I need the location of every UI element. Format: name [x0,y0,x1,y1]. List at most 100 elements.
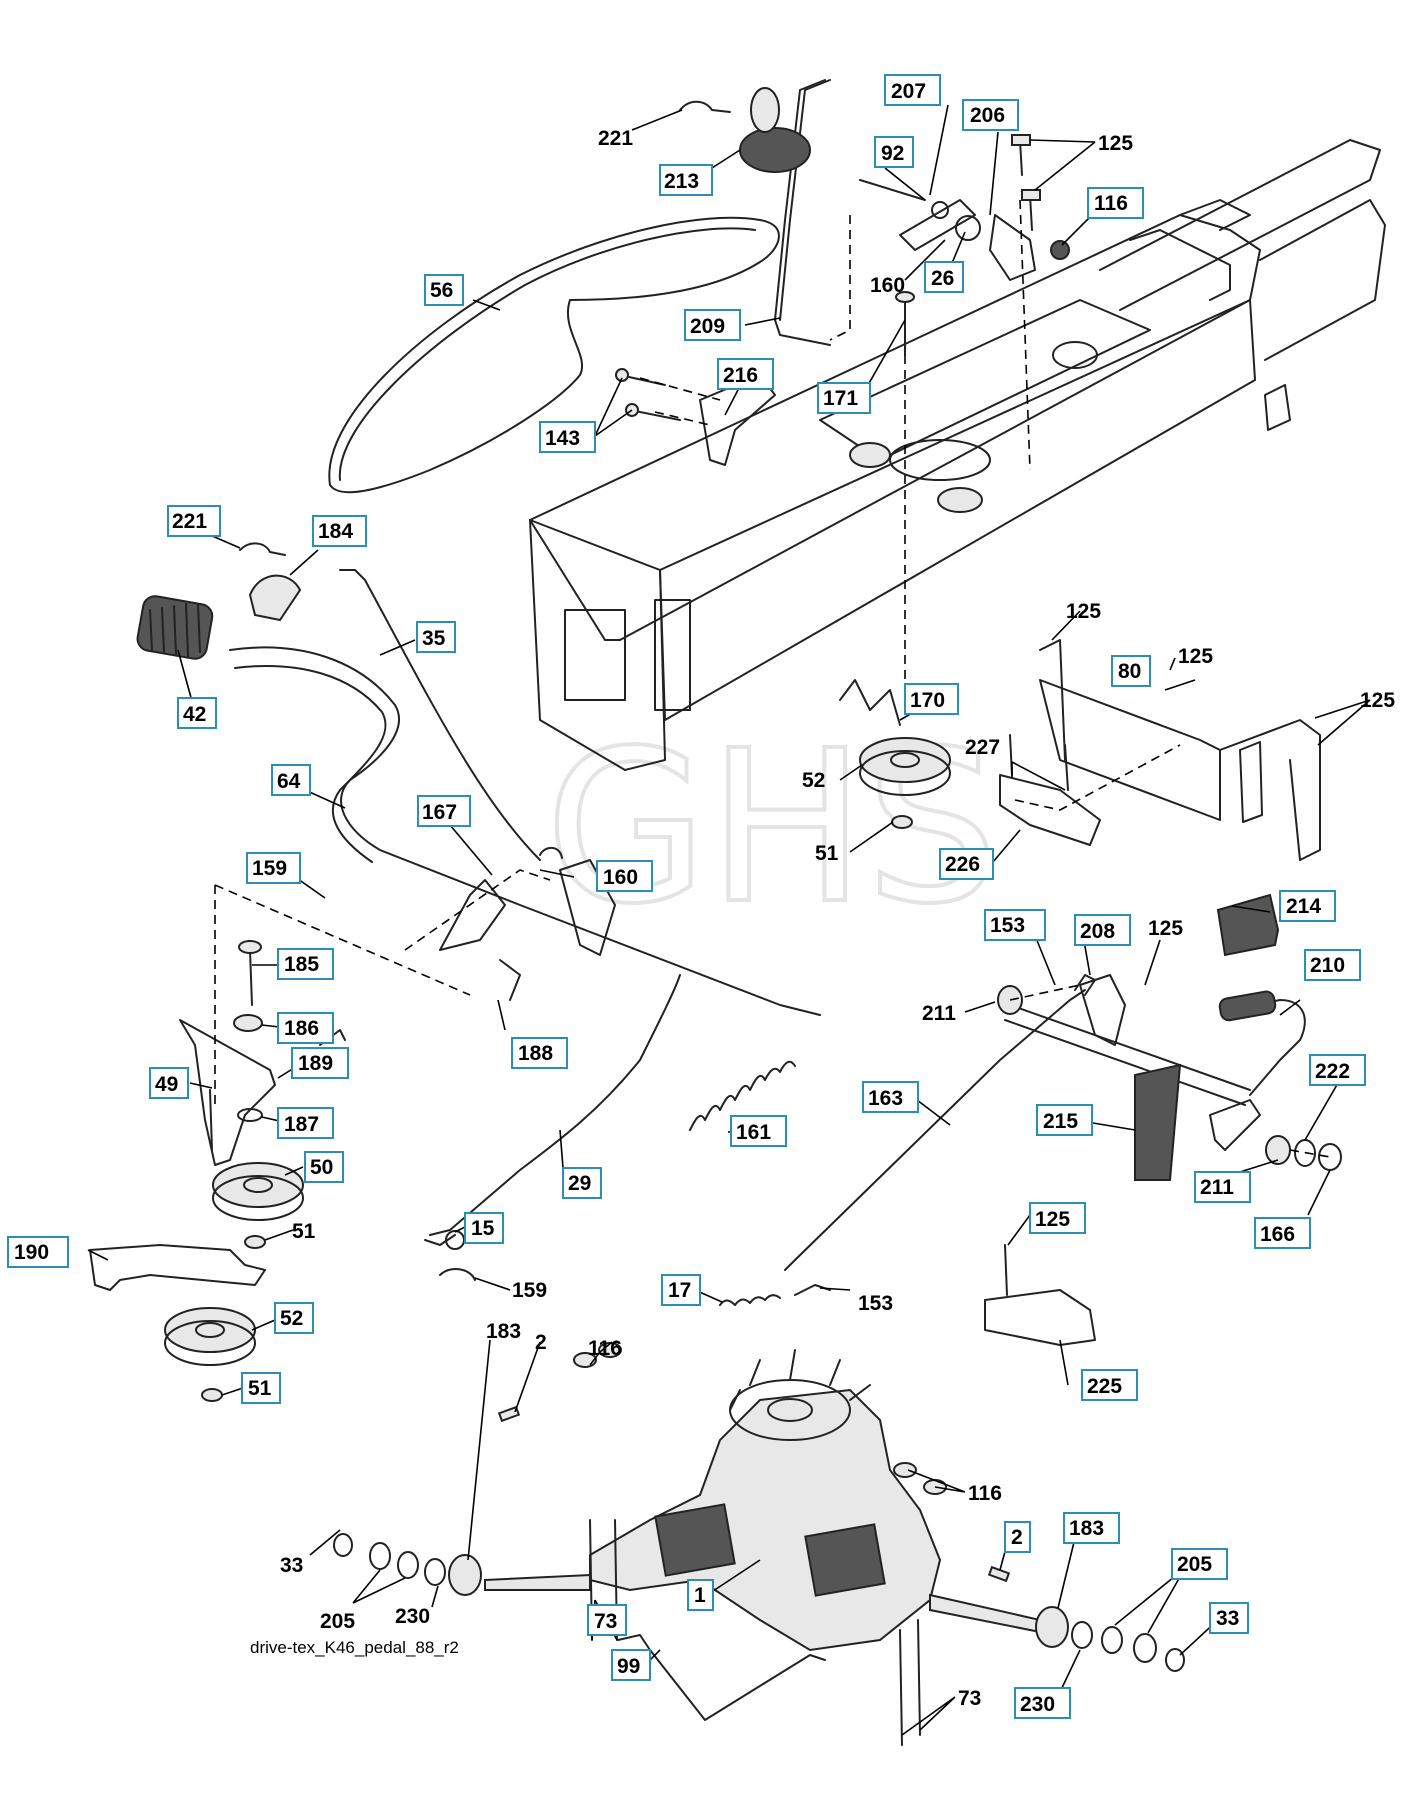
callout-208: 208 [1074,914,1131,946]
svg-text:185: 185 [284,953,319,976]
bolt-125-lower [1004,1244,1008,1296]
callout-153: 153 [984,909,1046,941]
svg-text:161: 161 [736,1121,771,1144]
bushing-211-right [1265,1135,1291,1165]
washer-205-right-b [1133,1633,1157,1663]
pedal-bracket [1209,1099,1261,1151]
bracket-188 [559,859,616,956]
svg-text:166: 166 [1260,1223,1295,1246]
callout-2: 2 [1004,1521,1031,1553]
nut-51-upper [891,815,913,829]
callout-205: 205 [320,1610,355,1633]
svg-text:42: 42 [183,703,206,726]
nut-51-mid [244,1235,266,1249]
callout-125: 125 [1178,645,1213,668]
washer-187 [237,1108,263,1122]
callout-206: 206 [962,99,1019,131]
bolt-185 [249,949,253,1006]
svg-text:188: 188 [518,1042,553,1065]
callout-225: 225 [1081,1369,1138,1401]
cover-215 [1134,1063,1182,1181]
svg-text:216: 216 [723,364,758,387]
callout-230: 230 [395,1605,430,1628]
callout-29: 29 [562,1167,602,1199]
assembly-lines [214,199,1331,1158]
callout-189: 189 [291,1047,349,1079]
svg-text:29: 29 [568,1172,591,1195]
callout-226: 226 [939,848,994,880]
pedal-pad-210 [1218,990,1277,1022]
callout-42: 42 [177,697,217,729]
svg-text:15: 15 [471,1217,495,1240]
svg-text:80: 80 [1118,660,1141,683]
callout-183: 183 [486,1320,521,1343]
svg-text:2: 2 [1011,1526,1023,1549]
svg-text:125: 125 [1098,132,1133,155]
callout-207: 207 [884,74,941,106]
callout-167: 167 [417,795,471,827]
svg-text:153: 153 [858,1292,893,1315]
washer-205-left-a [397,1551,419,1579]
svg-text:230: 230 [395,1605,430,1628]
svg-text:26: 26 [931,267,954,290]
callout-221: 221 [598,127,633,150]
svg-text:125: 125 [1148,917,1183,940]
callout-211: 211 [1194,1171,1251,1203]
spacer-183-left [448,1554,482,1596]
svg-text:17: 17 [668,1279,691,1302]
rod-99 [617,1634,826,1721]
svg-text:189: 189 [298,1052,333,1075]
spacer-183-right [1035,1606,1069,1648]
svg-text:226: 226 [945,853,980,876]
svg-text:225: 225 [1087,1375,1122,1398]
bracket-208 [1079,974,1126,1046]
callout-73: 73 [958,1687,981,1710]
callout-50: 50 [304,1151,344,1183]
callout-163: 163 [862,1081,919,1113]
callout-190: 190 [7,1236,69,1268]
nuts-116-right [893,1462,917,1478]
svg-text:125: 125 [1360,689,1395,712]
svg-text:221: 221 [598,127,633,150]
callout-215: 215 [1036,1104,1093,1136]
bushing-186 [233,1014,263,1032]
svg-text:99: 99 [617,1655,640,1678]
callout-227: 227 [965,736,1000,759]
callout-161: 161 [730,1115,787,1147]
callout-221: 221 [167,505,221,537]
clip-221-mid [239,542,286,556]
pulley-50 [212,1162,304,1221]
pulley-52-lower [164,1307,256,1366]
callout-186: 186 [277,1012,334,1044]
svg-text:213: 213 [664,170,699,193]
callout-92: 92 [874,136,914,168]
rod-35 [339,569,541,861]
svg-text:51: 51 [292,1220,316,1243]
callout-2: 2 [535,1331,547,1354]
callout-209: 209 [684,309,741,341]
svg-text:211: 211 [922,1002,956,1025]
svg-text:51: 51 [815,842,839,865]
spring-170 [839,679,901,726]
pedal-210 [1229,999,1306,1096]
callout-17: 17 [661,1274,701,1306]
bracket-167 [439,879,506,951]
shield-190 [89,1244,266,1291]
callout-185: 185 [277,948,334,980]
svg-text:171: 171 [823,387,858,410]
callout-210: 210 [1304,949,1361,981]
callout-143: 143 [539,421,596,453]
svg-text:153: 153 [990,914,1025,937]
callout-213: 213 [659,164,713,196]
callout-160: 160 [596,860,653,892]
svg-text:52: 52 [280,1307,303,1330]
svg-text:125: 125 [1035,1208,1070,1231]
bolt-227 [1009,734,1069,791]
lever-64 [229,646,821,1016]
svg-text:116: 116 [968,1482,1002,1505]
svg-text:35: 35 [422,627,446,650]
callout-125: 125 [1148,917,1183,940]
transaxle-1 [589,1349,942,1652]
spring-17 [719,1294,781,1306]
